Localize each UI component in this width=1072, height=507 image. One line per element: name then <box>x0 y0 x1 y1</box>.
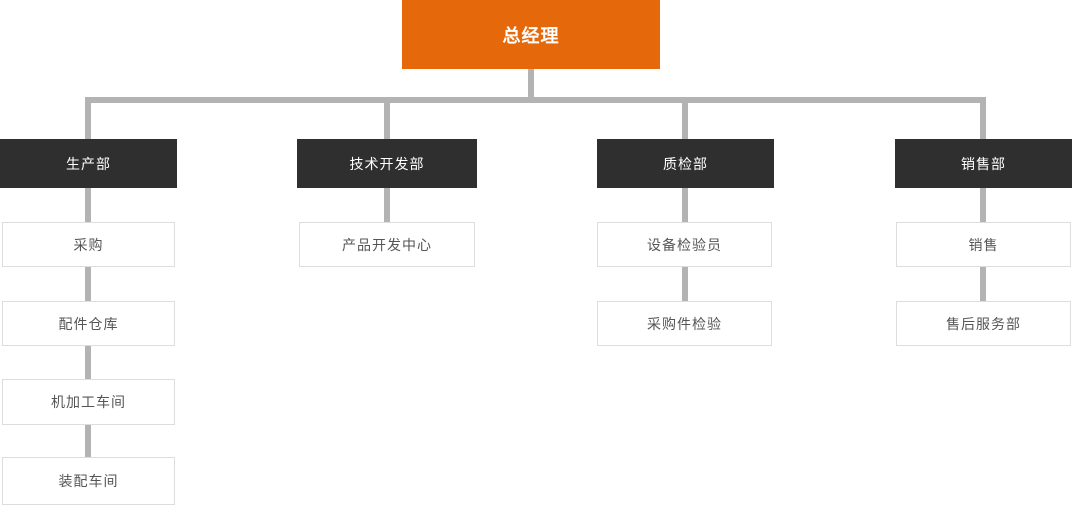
node-general-manager: 总经理 <box>402 0 660 69</box>
connector-sales-1 <box>980 188 986 222</box>
node-sales: 销售 <box>896 222 1071 267</box>
node-product-dev-center: 产品开发中心 <box>299 222 475 267</box>
connector-horizontal-rail <box>85 97 986 103</box>
node-quality-inspection-dept: 质检部 <box>597 139 774 188</box>
connector-drop-quality-inspection <box>682 100 688 139</box>
node-assembly-workshop: 装配车间 <box>2 457 175 505</box>
connector-production-4 <box>85 425 91 457</box>
node-purchased-parts-inspection: 采购件检验 <box>597 301 772 346</box>
node-after-sales-service: 售后服务部 <box>896 301 1071 346</box>
node-production-dept: 生产部 <box>0 139 177 188</box>
node-parts-warehouse: 配件仓库 <box>2 301 175 346</box>
node-tech-development-dept: 技术开发部 <box>297 139 477 188</box>
connector-sales-2 <box>980 267 986 301</box>
connector-production-1 <box>85 188 91 222</box>
connector-techdev-1 <box>384 188 390 222</box>
connector-root-stem <box>528 69 534 100</box>
connector-production-2 <box>85 267 91 301</box>
connector-production-3 <box>85 346 91 379</box>
node-sales-dept: 销售部 <box>895 139 1072 188</box>
connector-drop-sales <box>980 100 986 139</box>
node-machining-workshop: 机加工车间 <box>2 379 175 425</box>
node-equipment-inspector: 设备检验员 <box>597 222 772 267</box>
node-purchasing: 采购 <box>2 222 175 267</box>
connector-drop-production <box>85 100 91 139</box>
connector-drop-tech-development <box>384 100 390 139</box>
connector-quality-1 <box>682 188 688 222</box>
connector-quality-2 <box>682 267 688 301</box>
